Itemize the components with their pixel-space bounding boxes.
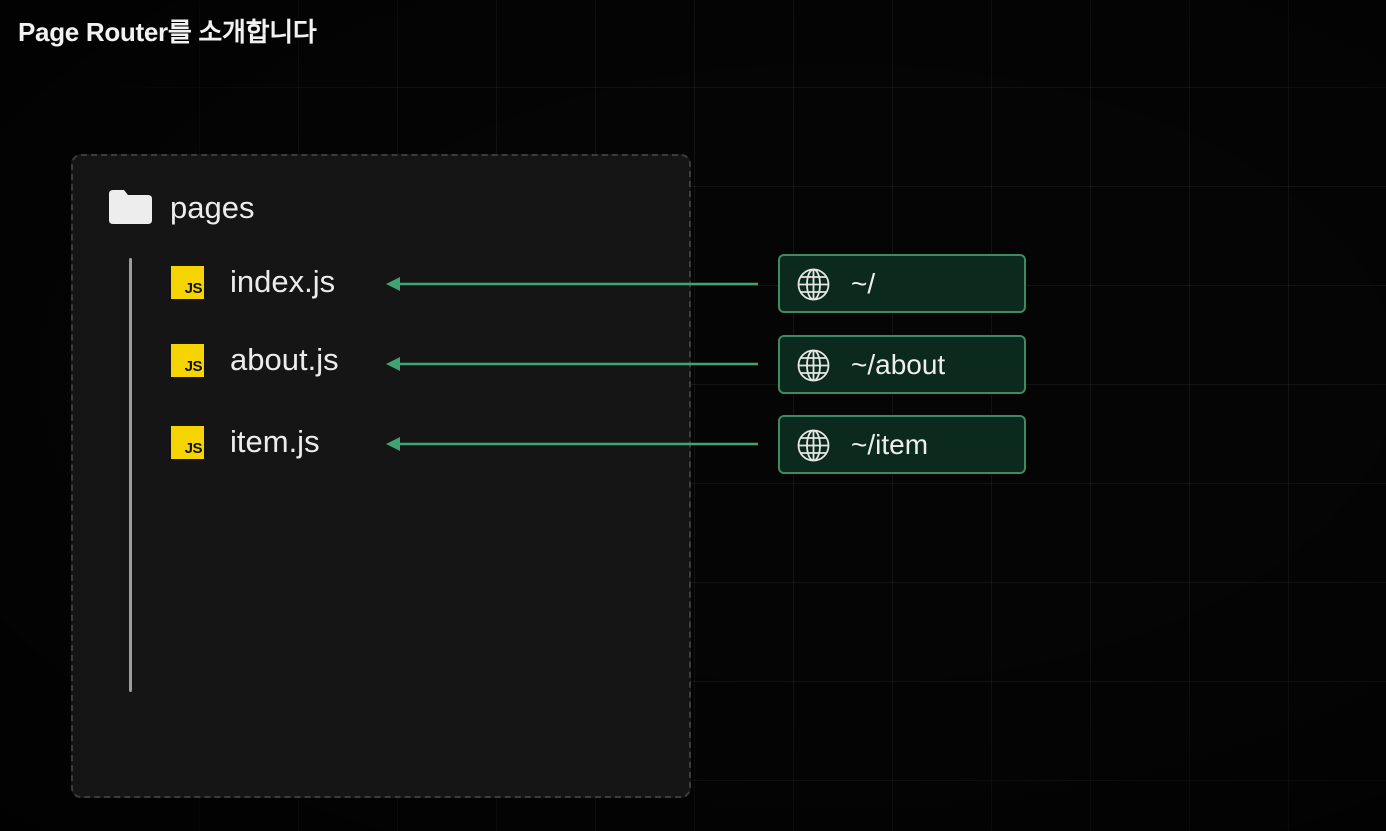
route-label: ~/item [851, 429, 929, 460]
js-file-icon: JS [171, 266, 204, 299]
folder-icon [109, 190, 152, 224]
route-root[interactable]: ~/ [778, 254, 1026, 313]
tree-line [129, 258, 132, 692]
route-label: ~/about [851, 349, 946, 380]
file-name: index.js [230, 264, 336, 299]
folder-label: pages [170, 190, 255, 225]
globe-icon [797, 429, 830, 462]
js-file-icon: JS [171, 426, 204, 459]
arrow-left-icon [386, 437, 758, 451]
route-label: ~/ [851, 268, 876, 299]
route-item[interactable]: ~/item [778, 415, 1026, 474]
file-name: item.js [230, 424, 320, 459]
globe-icon [797, 349, 830, 382]
page-title: Page Router를 소개합니다 [18, 17, 317, 47]
js-file-icon: JS [171, 344, 204, 377]
pages-folder-panel [71, 154, 691, 798]
arrow-left-icon [386, 277, 758, 291]
arrow-left-icon [386, 357, 758, 371]
globe-icon [797, 268, 830, 301]
file-name: about.js [230, 342, 339, 377]
route-about[interactable]: ~/about [778, 335, 1026, 394]
